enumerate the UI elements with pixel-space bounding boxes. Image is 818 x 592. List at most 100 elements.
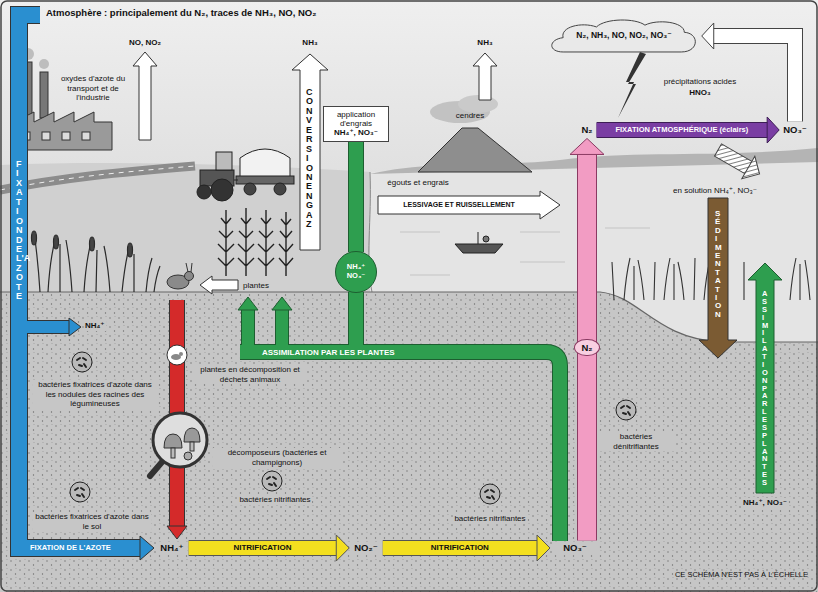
fixation-arrow	[140, 536, 154, 560]
connector-body	[383, 541, 538, 555]
bacteria-icon	[485, 490, 494, 499]
volcano	[418, 95, 532, 172]
denitrification-arrow	[570, 138, 604, 540]
fertilizer-circle: NH₄⁺ NO₃⁻	[335, 251, 377, 293]
fixation-arrow	[19, 15, 154, 560]
bacteria-icon	[262, 471, 282, 491]
organism-label: plantes	[243, 281, 269, 291]
assimilation-arrow	[349, 292, 363, 346]
node-content: N₂, NH₃, NO, NO₂, NO₃⁻	[576, 31, 671, 41]
road	[0, 166, 195, 190]
process-label: ASSIMILATION PAR LES PLANTES	[762, 290, 763, 487]
connector-outline	[597, 122, 769, 138]
volcano	[418, 128, 532, 172]
fertilizer-box: application d'engraisNH₄⁺, NO₃⁻	[323, 106, 389, 142]
source-note: cendres	[456, 111, 484, 121]
compound-label: NH₄⁺, NO₃⁻	[742, 498, 788, 508]
process-label: LESSIVAGE ET RUISSELLEMENT	[403, 201, 515, 209]
connector-outline	[189, 540, 338, 556]
assimilation-arrow	[238, 292, 560, 541]
fixation-arrow	[27, 320, 70, 334]
magnifier	[164, 434, 182, 448]
magnifier	[184, 428, 200, 442]
bacteria-icon	[70, 482, 90, 502]
node-content: NO₃⁻	[563, 543, 587, 554]
assimilation-arrow	[348, 292, 364, 346]
bacteria-icon	[480, 484, 500, 504]
bacteria-icon	[70, 482, 90, 502]
fertilizer-arrow	[356, 142, 357, 252]
animal-icon	[179, 352, 183, 356]
tractor	[216, 152, 232, 170]
node-content: NO₃⁻	[783, 125, 807, 136]
tractor	[240, 149, 290, 178]
road-marking	[0, 166, 195, 190]
reeds	[34, 232, 160, 292]
node-text: NO₃⁻	[563, 543, 587, 554]
gas-node: N₂	[579, 124, 594, 137]
bacteria-icon	[616, 400, 636, 420]
magnifier	[153, 413, 207, 467]
rabbit	[167, 263, 194, 289]
diagram-title: Atmosphère : principalement du N₂, trace…	[46, 7, 316, 18]
arrow-head	[537, 535, 550, 561]
volcano	[458, 95, 498, 113]
process-label: SÉDIMENTATION	[715, 210, 716, 319]
bacteria-icon	[616, 400, 636, 420]
arrow-head	[570, 138, 604, 154]
fixation-arrow	[19, 15, 141, 548]
tractor	[197, 149, 294, 201]
crop-plants	[218, 210, 234, 276]
assimilation-arrow	[248, 309, 282, 347]
water-ripples	[520, 232, 560, 233]
arrow-head	[336, 535, 349, 561]
connector-outline	[348, 142, 364, 252]
connector-body	[597, 123, 769, 137]
nitrate-node: NO₃⁻	[781, 124, 809, 137]
assimilation-arrow	[238, 297, 258, 310]
factory	[62, 132, 70, 140]
process-label: CONVERSION EN GAZ	[306, 88, 307, 230]
node-text: NH₄⁺ NO₃⁻	[340, 263, 372, 280]
bacteria-icon	[480, 484, 500, 504]
organism-label: plantes en décomposition et déchets anim…	[193, 365, 307, 384]
solution-label: en solution NH₄⁺, NO₃⁻	[673, 186, 757, 196]
lightning	[618, 52, 646, 118]
bacteria-icon	[77, 358, 86, 367]
magnifier	[190, 442, 194, 451]
node-text: N₂, NH₃, NO, NO₂, NO₃⁻	[576, 31, 671, 41]
tractor	[236, 176, 294, 184]
fixation-arrow	[19, 15, 141, 548]
nitrification-arrow	[383, 535, 550, 561]
sedimentation-arrow	[699, 198, 737, 358]
water-ripples	[605, 228, 650, 229]
bacteria-icon	[267, 477, 276, 486]
magnifier	[184, 452, 192, 460]
water-ripples	[410, 275, 450, 276]
node-content: NO₂⁻	[354, 543, 378, 554]
tractor	[274, 183, 286, 195]
node-text: NH₄⁺, NO₃⁻	[328, 128, 384, 137]
crop-plants	[279, 212, 293, 276]
reeds	[128, 243, 133, 257]
process-label: NITRIFICATION	[233, 543, 291, 553]
rabbit	[186, 263, 192, 272]
tractor	[197, 185, 211, 199]
organism-label: bactéries fixatrices d'azote dans le sol	[33, 512, 151, 531]
node-text: NO₂⁻	[354, 543, 378, 554]
node-content: NH₄⁺ NO₃⁻	[340, 263, 372, 280]
nitrite-node: NO₂⁻	[351, 542, 381, 555]
magnifier	[171, 448, 175, 458]
emission-label: NO, NO₂	[129, 38, 161, 48]
water-ripples	[520, 262, 565, 263]
gas-conversion-arrow	[292, 54, 328, 250]
connector-body	[189, 541, 338, 555]
soil-surface	[0, 292, 818, 342]
assimilation-arrow	[272, 297, 292, 310]
reeds	[32, 231, 37, 245]
reeds	[32, 231, 161, 292]
node-content: NH₄⁺	[160, 543, 183, 554]
animal-icon	[167, 345, 187, 365]
